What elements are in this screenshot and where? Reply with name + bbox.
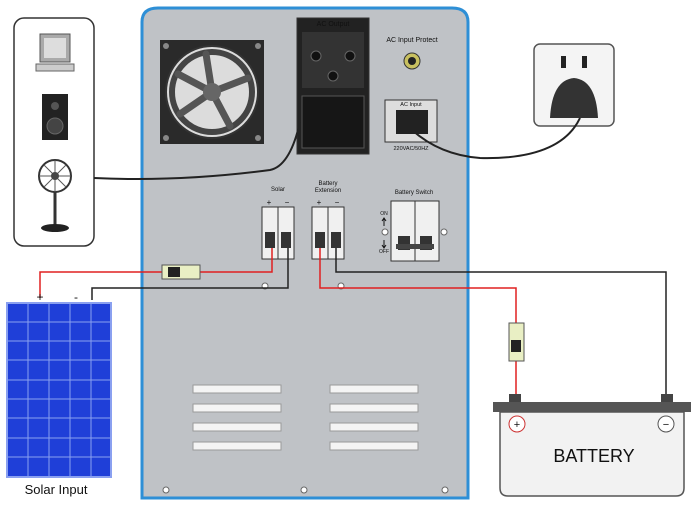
standing-fan-icon [38, 159, 72, 232]
load-devices-panel [13, 17, 95, 247]
solar-plus-sign: + [267, 198, 272, 207]
cooling-fan-icon [160, 40, 264, 144]
solar-breaker-label: Solar [271, 187, 285, 193]
ac-input-socket [384, 99, 438, 143]
switch-on-label: ON [380, 211, 388, 217]
solar-panel [6, 302, 112, 478]
battery-label: BATTERY [553, 446, 634, 466]
switch-off-label: OFF [379, 249, 389, 255]
solar-minus-terminal: - [74, 290, 78, 304]
computer-icon [35, 33, 75, 72]
ac-output-label: AC Output [317, 21, 350, 28]
battery [493, 394, 691, 497]
battery-plus-terminal: + [514, 419, 520, 431]
ac-input-rating: 220VAC/50HZ [393, 146, 429, 152]
battery-ext-minus-sign: − [335, 198, 340, 207]
battery-inline-fuse [508, 322, 525, 362]
battery-ext-plus-sign: + [317, 198, 322, 207]
inverter-panel: AC Output AC Input Protect AC Input 220V… [140, 6, 470, 500]
ventilation-slots [192, 384, 419, 451]
ac-input-protect-label: AC Input Protect [386, 37, 437, 44]
solar-breaker [261, 206, 295, 260]
solar-inline-fuse [161, 264, 201, 280]
battery-switch [390, 200, 440, 262]
solar-plus-terminal: + [36, 290, 43, 304]
battery-extension-breaker [311, 206, 345, 260]
battery-minus-terminal: − [663, 419, 669, 431]
ac-output-socket [296, 17, 370, 155]
solar-input-label: Solar Input [25, 482, 88, 497]
speaker-icon [42, 94, 68, 140]
solar-minus-sign: − [285, 198, 290, 207]
wiring [39, 117, 667, 398]
battery-switch-label: Battery Switch [395, 190, 433, 196]
ac-input-label: AC Input [400, 102, 422, 108]
battery-extension-label-line2: Extension [315, 188, 341, 194]
ac-input-protect-fuse [403, 52, 421, 70]
battery-extension-label-line1: Battery [318, 181, 337, 187]
wall-outlet [533, 43, 615, 127]
